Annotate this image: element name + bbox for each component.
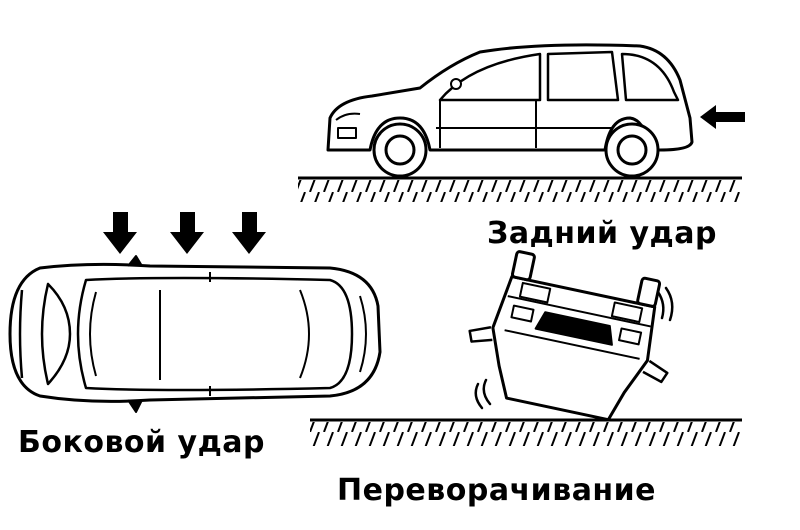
arrow-down-icon — [232, 212, 266, 254]
arrow-down-icon — [170, 212, 204, 254]
arrow-down-icon — [103, 212, 137, 254]
rollover-scene — [310, 250, 742, 446]
rear-impact-caption: Задний удар — [487, 216, 718, 251]
arrow-left-icon — [700, 105, 745, 129]
rear-impact-scene — [298, 43, 745, 202]
overturned-car — [468, 250, 669, 422]
ground-rollover — [310, 418, 742, 446]
motion-lines-icon — [474, 286, 674, 410]
hatchback-car-side — [326, 43, 694, 178]
hatchback-car-top — [8, 255, 382, 413]
side-impact-scene — [8, 212, 382, 413]
ground-rear — [298, 176, 742, 202]
rollover-caption: Переворачивание — [337, 473, 657, 508]
side-impact-caption: Боковой удар — [18, 425, 266, 460]
